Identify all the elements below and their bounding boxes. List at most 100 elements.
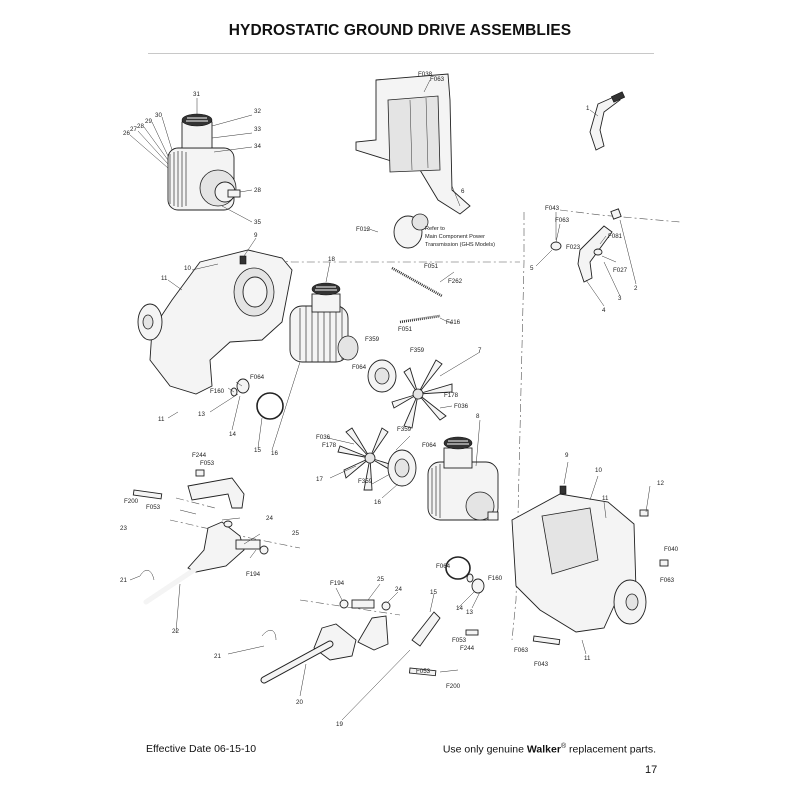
callout-label: 25 (292, 530, 299, 537)
callout-label: 21 (214, 653, 221, 660)
callout-label: 35 (254, 219, 261, 226)
hydro-pump-center (289, 282, 359, 363)
leader-lines (129, 79, 651, 721)
callout-label: F051 (424, 263, 439, 270)
callout-label: F023 (566, 244, 581, 251)
callout-label: 28 (137, 123, 144, 130)
callout-label: 1 (586, 105, 590, 112)
callout-label: F178 (444, 392, 459, 399)
callout-label: 27 (130, 126, 137, 133)
registered-mark: ® (560, 743, 567, 750)
callout-label: F064 (422, 442, 437, 449)
callout-label: F200 (124, 498, 139, 505)
genuine-parts-suffix: replacement parts. (566, 743, 656, 756)
callout-label: F262 (448, 278, 463, 285)
callout-label: F027 (613, 267, 628, 274)
callout-label: F064 (436, 563, 451, 570)
effective-date: Effective Date 06-15-10 (146, 743, 257, 755)
callout-label: 10 (184, 265, 191, 272)
control-arm-left (143, 520, 269, 605)
transmission-housing-left (137, 249, 293, 395)
callout-label: 32 (254, 108, 261, 115)
callout-label: F053 (416, 668, 431, 675)
callout-label: 14 (229, 431, 236, 438)
callout-label: 13 (466, 609, 473, 616)
reference-note-line: Refer to (425, 226, 445, 232)
brand-name: Walker (526, 743, 561, 756)
callout-label: F040 (664, 546, 679, 553)
callout-label: 15 (254, 447, 261, 454)
callout-label: F036 (454, 403, 469, 410)
callout-label: 31 (193, 91, 200, 98)
callout-label: 9 (254, 232, 258, 239)
callout-labels: 31 32 33 34 30 29 28 27 26 28 35 F038 F0… (120, 71, 679, 728)
callout-label: 23 (120, 525, 127, 532)
callout-label: F063 (430, 76, 445, 83)
callout-label: F053 (200, 460, 215, 467)
pump-mount-bracket (355, 73, 471, 249)
control-lever-upper-right (589, 91, 626, 151)
callout-label: 11 (161, 275, 168, 282)
callout-label: 20 (296, 699, 303, 706)
reference-note-line: Main Component Power (425, 234, 485, 240)
callout-label: 21 (120, 577, 127, 584)
callout-label: F038 (418, 71, 433, 78)
springs (391, 266, 443, 324)
callout-label: 15 (430, 589, 437, 596)
callout-label: F359 (358, 478, 373, 485)
callout-label: 11 (584, 655, 591, 662)
callout-label: 3 (618, 295, 622, 302)
callout-label: 34 (254, 143, 261, 150)
hydro-pump-upper-left (167, 113, 241, 211)
callout-label: 10 (595, 467, 602, 474)
seals-and-bearings (230, 378, 485, 594)
callout-label: 12 (657, 480, 664, 487)
callout-label: F064 (250, 374, 265, 381)
callout-label: 14 (456, 605, 463, 612)
callout-label: F160 (210, 388, 225, 395)
callout-label: 26 (123, 130, 130, 137)
callout-label: 8 (476, 413, 480, 420)
assembly-centerlines (169, 209, 681, 641)
callout-label: F244 (460, 645, 475, 652)
callout-label: 30 (155, 112, 162, 119)
transmission-housing-right (511, 485, 647, 633)
genuine-parts-note: Use only genuine Walker® replacement par… (443, 743, 656, 756)
callout-label: 4 (602, 307, 606, 314)
control-arm-lower (260, 599, 391, 684)
callout-label: F200 (446, 683, 461, 690)
callout-label: 11 (158, 416, 165, 423)
callout-label: F178 (322, 442, 337, 449)
cooling-fan-upper (391, 359, 453, 429)
tension-rod-lower (411, 611, 441, 647)
callout-label: 6 (461, 188, 465, 195)
callout-label: F053 (146, 504, 161, 511)
callout-label: 17 (316, 476, 323, 483)
callout-label: F043 (545, 205, 560, 212)
callout-label: 29 (145, 118, 152, 125)
callout-label: F063 (514, 647, 529, 654)
callout-label: 25 (377, 576, 384, 583)
callout-label: F064 (352, 364, 367, 371)
callout-label: F063 (555, 217, 570, 224)
callout-label: F359 (397, 426, 412, 433)
callout-label: 22 (172, 628, 179, 635)
callout-label: 11 (602, 495, 609, 502)
callout-label: F194 (330, 580, 345, 587)
callout-label: 16 (374, 499, 381, 506)
callout-label: 18 (328, 256, 335, 263)
callout-label: 28 (254, 187, 261, 194)
reference-note: Refer to Main Component Power Transmissi… (425, 226, 495, 248)
genuine-parts-prefix: Use only genuine (442, 743, 527, 756)
callout-label: F081 (608, 233, 623, 240)
callout-label: 24 (266, 515, 273, 522)
page-title: HYDROSTATIC GROUND DRIVE ASSEMBLIES (228, 22, 572, 39)
callout-label: F160 (488, 575, 503, 582)
control-arm-bracket (187, 477, 245, 509)
callout-label: F416 (446, 319, 461, 326)
callout-label: F012 (356, 226, 371, 233)
callout-label: F036 (316, 434, 331, 441)
callout-label: 9 (565, 452, 569, 459)
callout-label: 33 (254, 126, 261, 133)
